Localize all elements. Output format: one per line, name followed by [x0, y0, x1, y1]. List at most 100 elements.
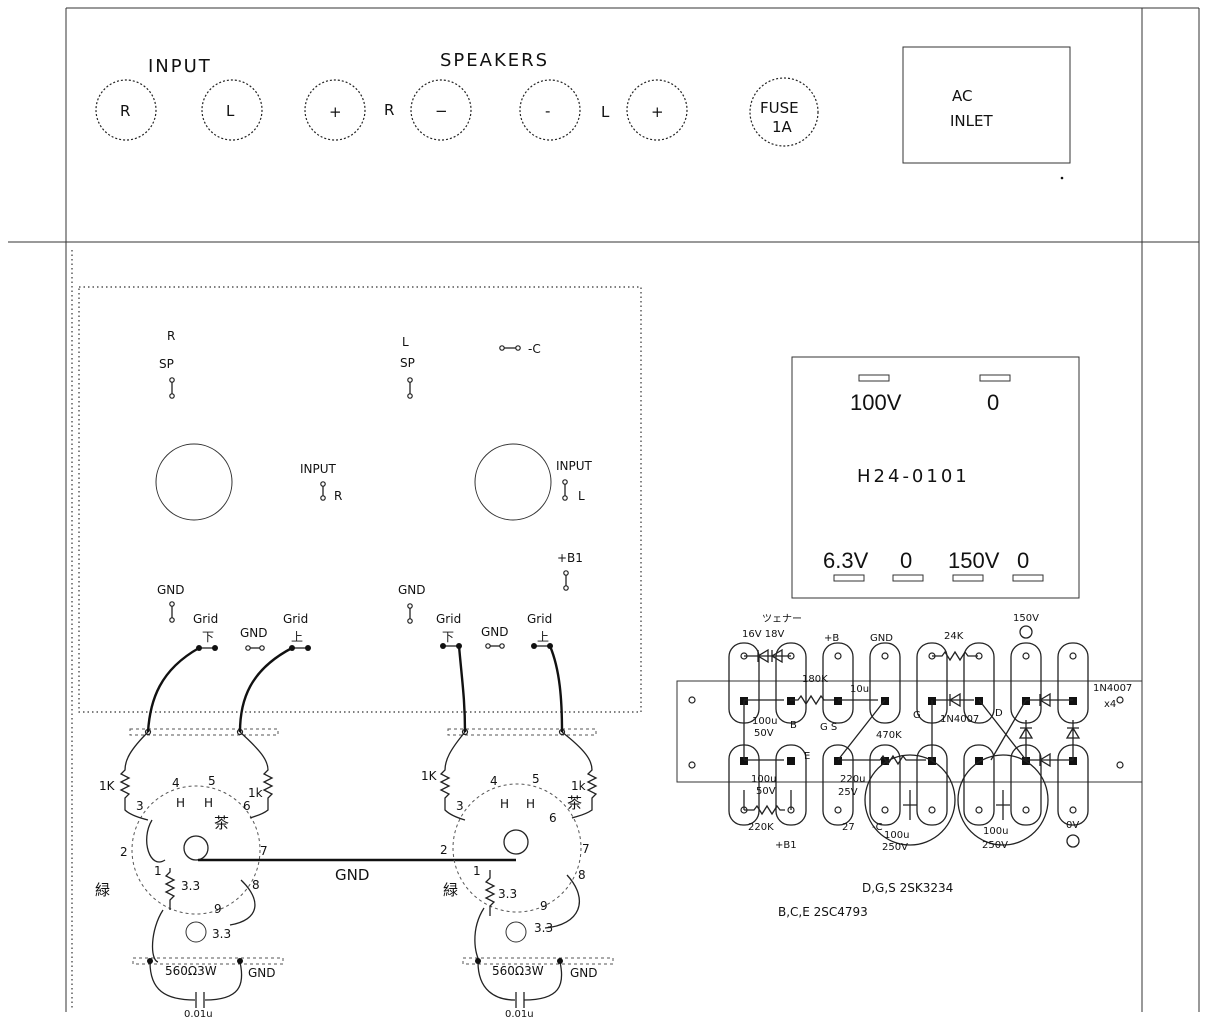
- diagram-label: G: [913, 710, 921, 721]
- diagram-shape: [869, 744, 901, 826]
- fuse-label: FUSE: [760, 99, 799, 117]
- speaker-l-label: L: [601, 103, 610, 121]
- diagram-label: 24K: [944, 631, 964, 642]
- diagram-shape: [1065, 720, 1081, 760]
- diagram-shape: [881, 652, 889, 660]
- input-title: INPUT: [148, 56, 212, 77]
- diagram-shape: [229, 879, 256, 926]
- diagram-shape: [822, 642, 854, 724]
- r-grid-left-b: 1k: [248, 786, 263, 800]
- diagram-shape: [457, 645, 467, 733]
- diagram-label: 470K: [876, 730, 902, 741]
- diagram-label: 16V 18V: [742, 629, 784, 640]
- green-wire-right: 緑: [443, 881, 458, 899]
- diagram-label: 8: [252, 878, 260, 892]
- diagram-shape: [185, 921, 207, 943]
- diagram-label: 9: [214, 902, 222, 916]
- diagram-label: D: [995, 708, 1003, 719]
- diagram-label: 0V: [1066, 820, 1079, 831]
- diagram-shape: [834, 757, 842, 765]
- diagram-label: 250V: [882, 842, 908, 853]
- diagram-label: 100u: [884, 830, 909, 841]
- diagram-label: 10u: [850, 684, 869, 695]
- diagram-shape: [1038, 752, 1051, 768]
- diagram-shape: [320, 481, 326, 487]
- diagram-shape: [1019, 625, 1033, 639]
- diagram-shape: [833, 574, 865, 582]
- diagram-shape: [790, 694, 834, 706]
- diagram-label: 0.01u: [505, 1009, 534, 1020]
- gnd-tag-right: GND: [570, 966, 598, 980]
- input-l-text: INPUT: [556, 459, 593, 473]
- diagram-shape: [149, 961, 243, 1001]
- lower-lugs: [728, 744, 1089, 826]
- gnd-mid-l: GND: [240, 626, 268, 640]
- diagram-shape: [743, 790, 792, 816]
- diagram-shape: [775, 642, 807, 724]
- grid-lower-l: Grid: [193, 612, 218, 626]
- diagram-shape: [183, 835, 209, 861]
- ac-label: AC: [952, 87, 972, 105]
- diagram-shape: [462, 957, 614, 965]
- diagram-shape: [932, 650, 978, 662]
- diagram-shape: [952, 574, 984, 582]
- right-tube-wiring: 1K 1k 3 4 5 6 7 2 1 8 9 H H 茶 緑 3.3 3.3 …: [421, 645, 614, 1020]
- diagram-label: 6: [243, 799, 251, 813]
- diagram-shape: [975, 757, 983, 765]
- diagram-shape: [957, 754, 1049, 846]
- diagram-label: GND: [870, 633, 893, 644]
- grid-upper-l: Grid: [283, 612, 308, 626]
- diagram-shape: [903, 790, 917, 820]
- input-l-ch: L: [578, 489, 585, 503]
- diagram-shape: [499, 643, 505, 649]
- green-wire-left: 緑: [95, 881, 110, 899]
- diagram-shape: [407, 618, 413, 624]
- diagram-shape: [169, 393, 175, 399]
- diagram-shape: [245, 645, 251, 651]
- gnd-mid-r: GND: [481, 625, 509, 639]
- diagram-label: B: [790, 720, 797, 731]
- speaker-l-minus-jack: [519, 79, 581, 141]
- diagram-shape: [892, 574, 924, 582]
- grid-upper-l-sub: 上: [291, 630, 303, 644]
- diagram-label: 50V: [756, 786, 776, 797]
- diagram-shape: [407, 377, 413, 383]
- minus-c-label: -C: [528, 342, 541, 356]
- diagram-label: 100u: [751, 774, 776, 785]
- diagram-label: 220K: [748, 822, 774, 833]
- diagram-shape: [305, 645, 311, 651]
- diagram-shape: [840, 754, 926, 766]
- diagram-label: H: [204, 796, 213, 810]
- diagram-shape: [1116, 761, 1124, 769]
- diagram-shape: [979, 374, 1011, 382]
- diagram-shape: [557, 958, 563, 964]
- r-power-left: 560Ω3W: [165, 964, 217, 978]
- diagram-shape: [259, 645, 265, 651]
- diagram-label: H: [176, 796, 185, 810]
- diagram-label: H: [526, 797, 535, 811]
- transformer-model: H24-0101: [857, 466, 970, 487]
- secondary-150v: 150V: [948, 548, 1000, 573]
- diagram-shape: [864, 754, 956, 846]
- diagram-shape: [775, 744, 807, 826]
- fet-note: D,G,S 2SK3234: [862, 881, 953, 895]
- speaker-r-minus-jack: [410, 79, 472, 141]
- diagram-shape: [562, 479, 568, 485]
- sp-l-label: SP: [400, 356, 415, 370]
- diagram-shape: [531, 643, 537, 649]
- gnd-bus-label: GND: [335, 866, 369, 884]
- diagram-label: 27: [842, 822, 855, 833]
- diagram-shape: [499, 345, 505, 351]
- input-r-ch: R: [334, 489, 342, 503]
- diagram-label: 3: [136, 799, 144, 813]
- diagram-shape: [131, 785, 261, 915]
- grid-terminals: [196, 643, 553, 651]
- diagram-shape: [787, 757, 795, 765]
- diagram-label: 4: [490, 774, 498, 788]
- diagram-shape: [1116, 696, 1124, 704]
- diagram-shape: [169, 617, 175, 623]
- secondary-6v3: 6.3V: [823, 548, 869, 573]
- upper-lugs: [728, 642, 1089, 724]
- speakers-title: SPEAKERS: [440, 50, 549, 71]
